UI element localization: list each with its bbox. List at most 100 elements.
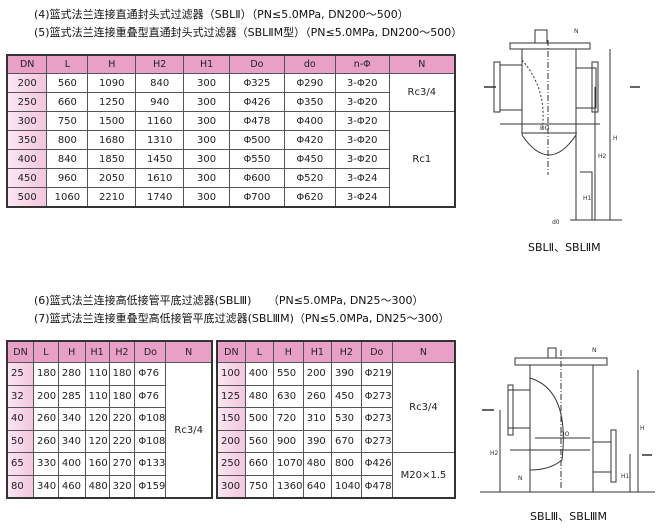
cell-do: Φ420	[283, 130, 336, 150]
cell-h: 340	[57, 407, 86, 431]
column-header-dn: DN	[6, 54, 48, 74]
column-header-h: H	[87, 54, 137, 74]
cell-h1: 300	[183, 111, 230, 131]
cell-dn: 80	[6, 474, 34, 499]
cell-l: 480	[244, 384, 275, 408]
column-header-n: N	[391, 340, 456, 363]
cell-n: 3-Φ20	[334, 92, 390, 112]
cell-l: 800	[46, 130, 89, 150]
cell-do: Φ700	[228, 187, 285, 208]
cell-dn: 450	[6, 168, 48, 188]
cell-do: Φ500	[228, 130, 285, 150]
cell-h1: 480	[302, 452, 332, 476]
cell-dn: 350	[6, 130, 48, 150]
diagram-caption-sbl2: SBLⅡ、SBLⅡM	[528, 241, 601, 254]
cell-h2: 800	[330, 452, 362, 476]
cell-n: 3-Φ20	[334, 111, 390, 131]
cell-h: 1070	[273, 452, 304, 476]
cell-do: Φ219	[360, 362, 393, 386]
column-header-l: L	[32, 340, 59, 363]
cell-h2: 840	[135, 73, 185, 93]
cell-n: 3-Φ20	[334, 149, 390, 169]
cell-dn: 40	[6, 407, 34, 431]
cell-l: 200	[32, 384, 59, 408]
cell-h: 2210	[87, 187, 137, 208]
cell-h2: 1450	[135, 149, 185, 169]
cell-h2: 1160	[135, 111, 185, 131]
cell-l: 260	[32, 429, 59, 453]
cell-h: 1680	[87, 130, 137, 150]
cell-h1: 120	[84, 429, 110, 453]
cell-h1: 260	[302, 384, 332, 408]
cell-dn: 65	[6, 452, 34, 476]
cell-n: M20×1.5	[391, 452, 456, 499]
cell-dn: 150	[216, 407, 246, 431]
cell-dn: 32	[6, 384, 34, 408]
cell-h1: 300	[183, 149, 230, 169]
label-h2: H2	[490, 450, 499, 457]
cell-h2: 320	[108, 474, 136, 499]
column-header-n: N	[165, 340, 213, 363]
column-header-h2: H2	[135, 54, 185, 74]
cell-do: Φ350	[283, 92, 336, 112]
cell-l: 1060	[46, 187, 89, 208]
column-header-dn: DN	[216, 340, 246, 363]
cell-dn: 250	[6, 92, 48, 112]
column-header-h1: H1	[84, 340, 110, 363]
column-header-n: n-Φ	[334, 54, 390, 74]
cell-l: 660	[46, 92, 89, 112]
cell-dn: 125	[216, 384, 246, 408]
cell-do: Φ76	[134, 384, 167, 408]
cell-h2: 1040	[330, 474, 362, 499]
column-header-do: Do	[134, 340, 167, 363]
cell-dn: 250	[216, 452, 246, 476]
cell-h1: 300	[183, 73, 230, 93]
cell-h: 2050	[87, 168, 137, 188]
cell-do: Φ620	[283, 187, 336, 208]
cell-do: Φ450	[283, 149, 336, 169]
cell-h1: 110	[84, 384, 110, 408]
cell-l: 660	[244, 452, 275, 476]
cell-l: 500	[244, 407, 275, 431]
title-sbl3: (6)篮式法兰连接高低接管平底过滤器(SBLⅢ) （PN≤5.0MPa, DN2…	[34, 294, 424, 307]
cell-n: 3-Φ24	[334, 168, 390, 188]
cell-h1: 310	[302, 407, 332, 431]
diagram-caption-sbl3: SBLⅢ、SBLⅢM	[530, 510, 607, 523]
cell-l: 330	[32, 452, 59, 476]
cell-h2: 270	[108, 452, 136, 476]
label-n: N	[592, 347, 597, 354]
cell-h: 630	[273, 384, 304, 408]
cell-h: 1090	[87, 73, 137, 93]
cell-h2: 1610	[135, 168, 185, 188]
cell-dn: 50	[6, 429, 34, 453]
title-sbl2m: (5)篮式法兰连接重叠型直通封头式过滤器（SBLⅡM型）（PN≤5.0MPa, …	[34, 26, 463, 39]
cell-n: 3-Φ20	[334, 130, 390, 150]
cell-h: 280	[57, 362, 86, 386]
cell-do: Φ550	[228, 149, 285, 169]
label-h2: H2	[598, 153, 607, 160]
cell-dn: 200	[216, 429, 246, 453]
cell-l: 750	[46, 111, 89, 131]
column-header-n: N	[388, 54, 456, 74]
cell-do: Φ325	[228, 73, 285, 93]
column-header-h: H	[57, 340, 86, 363]
cell-h2: 670	[330, 429, 362, 453]
cell-h1: 110	[84, 362, 110, 386]
cell-do: Φ400	[283, 111, 336, 131]
cell-n: Rc1	[388, 111, 456, 208]
column-header-l: L	[244, 340, 275, 363]
cell-h1: 120	[84, 407, 110, 431]
